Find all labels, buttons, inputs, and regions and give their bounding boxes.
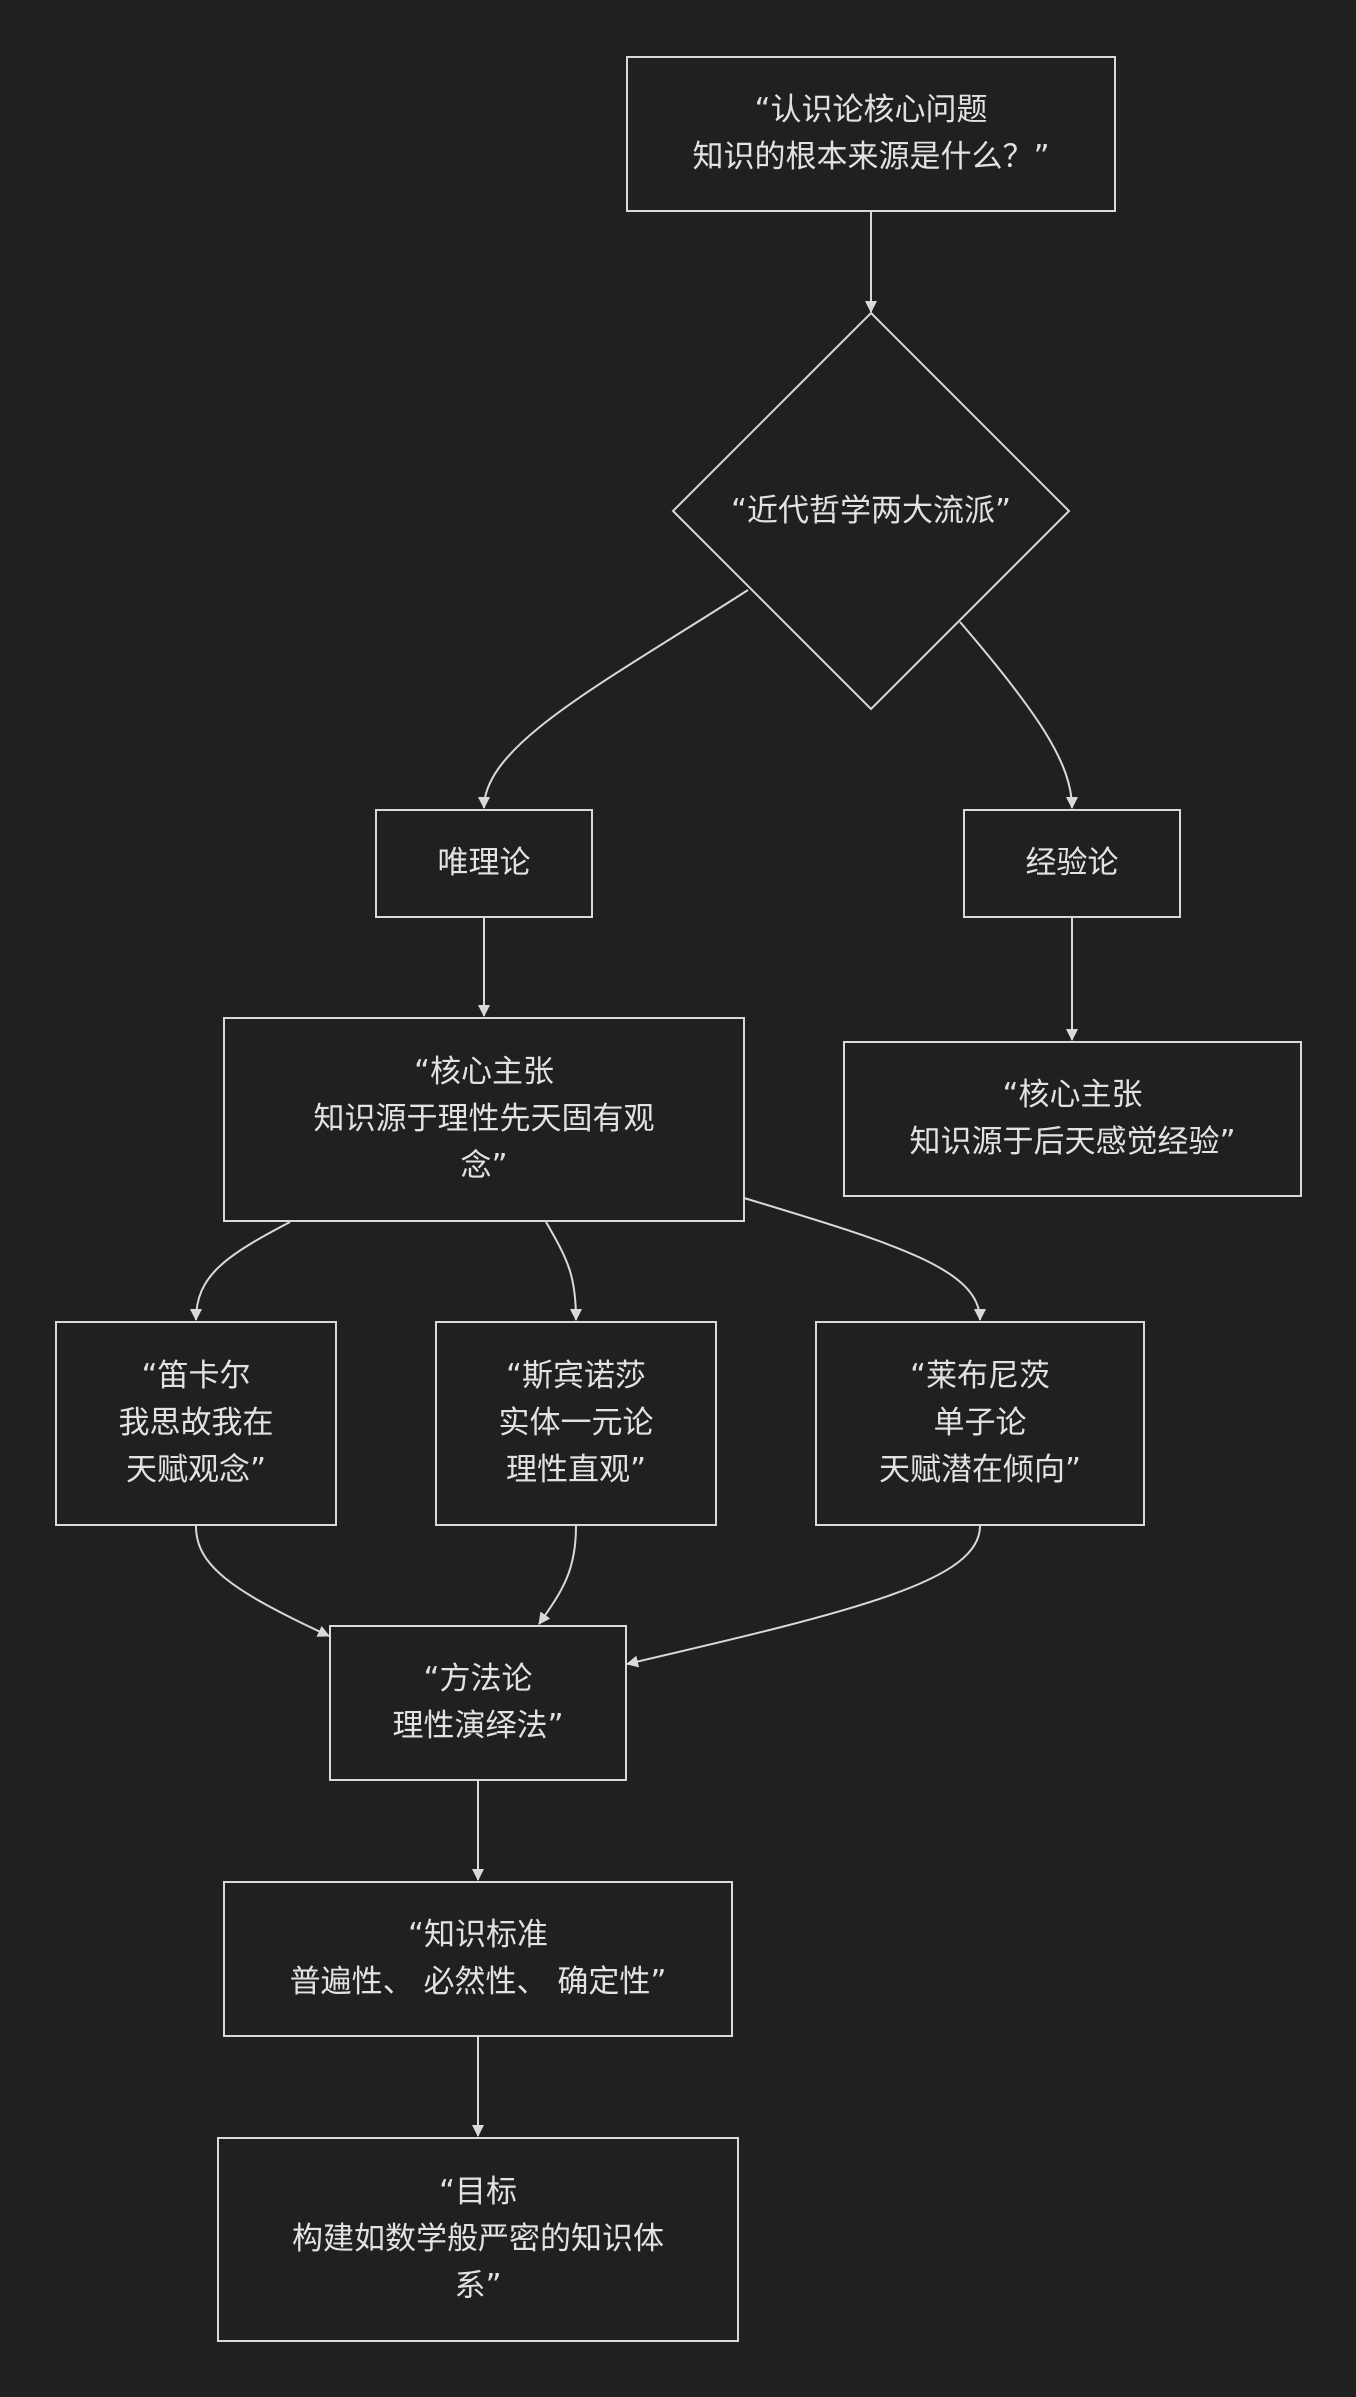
edge-schools-to-rationalism: [478, 589, 749, 809]
leibniz-node: “莱布尼茨 单子论 天赋潜在倾向”: [815, 1321, 1145, 1526]
decision-diamond: [671, 311, 1071, 711]
empiricism-claim-node: “核心主张 知识源于后天感觉经验”: [843, 1041, 1302, 1197]
spinoza-node: “斯宾诺莎 实体一元论 理性直观”: [435, 1321, 717, 1526]
core-question-node: “认识论核心问题 知识的根本来源是什么？”: [626, 56, 1116, 212]
edge-claim-to-descartes: [190, 1221, 291, 1321]
goal-node: “目标 构建如数学般严密的知识体 系”: [217, 2137, 739, 2342]
edge-spinoza-to-method: [538, 1525, 577, 1625]
edge-leibniz-to-method: [626, 1525, 981, 1668]
edge-descartes-to-method: [195, 1525, 330, 1637]
edge-schools-to-empiricism: [959, 621, 1078, 809]
edge-claim-to-spinoza: [545, 1221, 582, 1321]
method-node: “方法论 理性演绎法”: [329, 1625, 627, 1781]
edge-claim-to-leibniz: [743, 1197, 986, 1321]
empiricism-node: 经验论: [963, 809, 1181, 918]
two-schools-decision-label: “近代哲学两大流派”: [730, 492, 1012, 529]
descartes-node: “笛卡尔 我思故我在 天赋观念”: [55, 1321, 337, 1526]
knowledge-standard-node: “知识标准 普遍性、 必然性、 确定性”: [223, 1881, 733, 2037]
rationalism-node: 唯理论: [375, 809, 593, 918]
rationalism-claim-node: “核心主张 知识源于理性先天固有观 念”: [223, 1017, 745, 1222]
